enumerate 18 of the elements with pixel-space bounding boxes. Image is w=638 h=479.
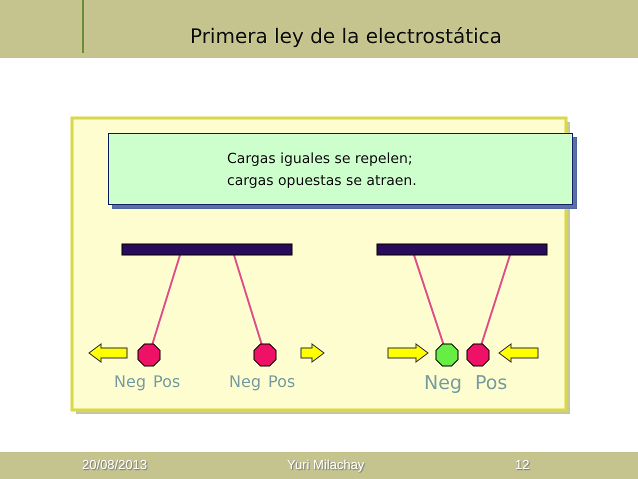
string-line [233, 254, 263, 345]
string-line [480, 254, 511, 345]
support-bar [376, 244, 548, 256]
support-bar [122, 244, 292, 256]
charge-label: Pos [475, 374, 508, 393]
charge-label: Pos [268, 374, 296, 390]
page-number: 12 [515, 458, 530, 471]
date-text: 20/08/2013 [82, 458, 148, 471]
charge-label: Neg [114, 374, 146, 390]
statement-box [108, 133, 573, 205]
author-text: Yuri Milachay [287, 458, 364, 471]
string-line [413, 254, 444, 345]
statement-text: Cargas iguales se repelen; cargas opuestas se atraen. [227, 150, 418, 191]
charge-label: Neg [229, 374, 261, 390]
charge-label: Pos [153, 374, 180, 390]
string-line [151, 254, 181, 345]
slide-title: Primera ley de la electrostática [190, 24, 502, 48]
charge-label: Neg [424, 374, 462, 393]
